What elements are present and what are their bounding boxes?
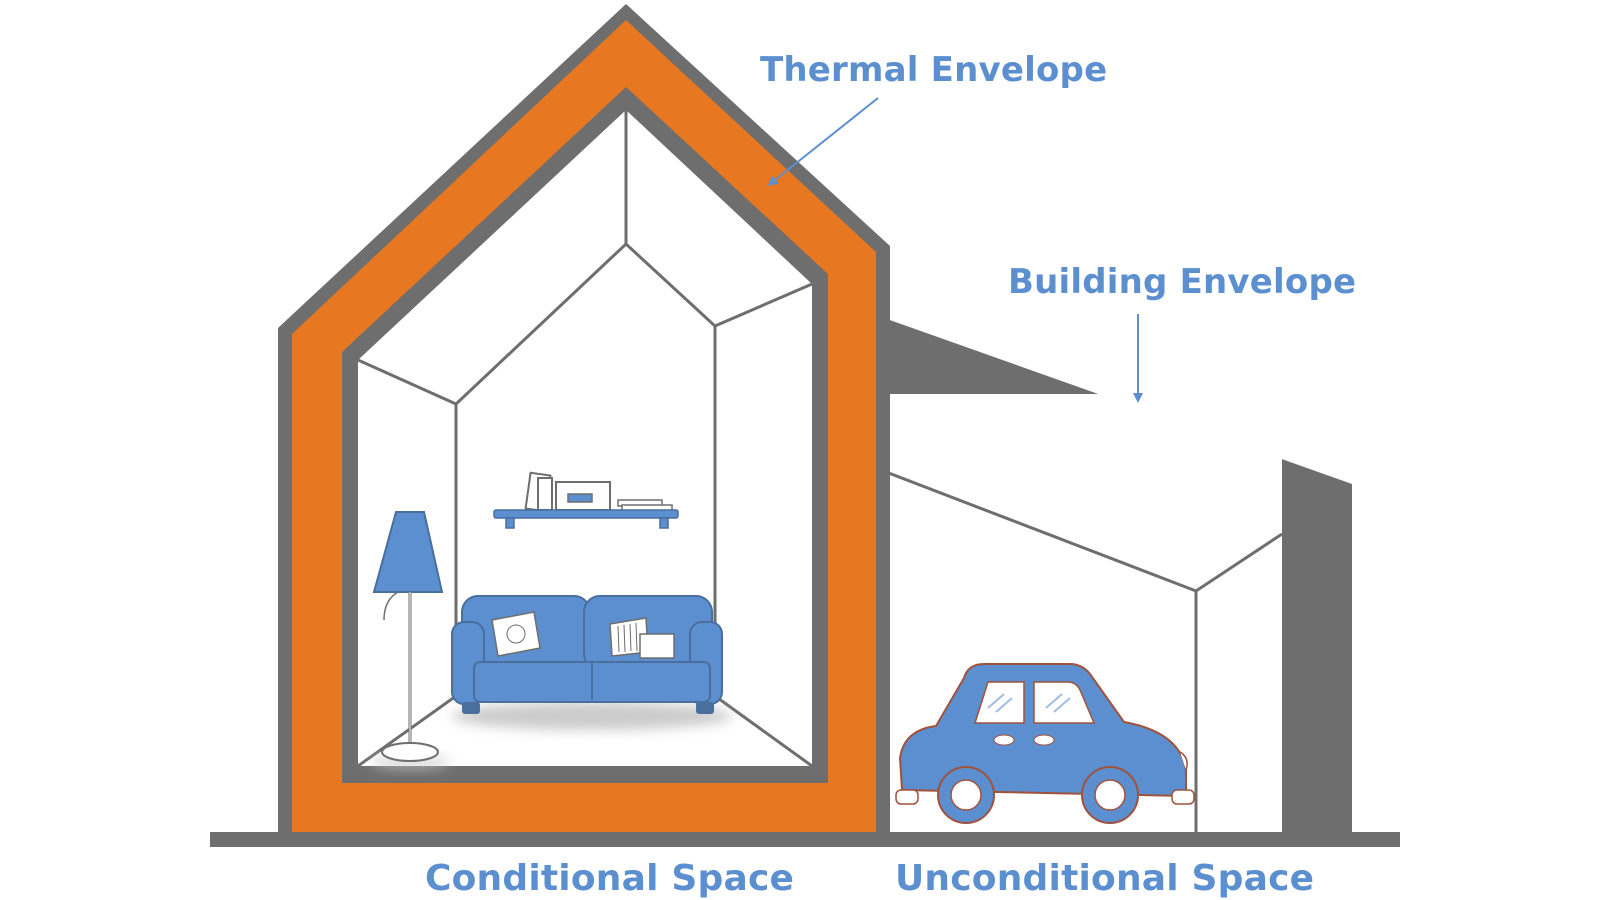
unconditional-space-label: Unconditional Space (895, 858, 1315, 899)
ground-line (210, 832, 1400, 847)
floor-lamp-icon (370, 511, 450, 770)
conditional-space-label: Conditional Space (425, 858, 795, 899)
building-envelope-label: Building Envelope (1008, 262, 1357, 302)
sofa-icon (451, 595, 732, 730)
thermal-envelope-arrow-icon (767, 97, 879, 186)
garage-perspective (885, 470, 1283, 832)
thermal-envelope-label: Thermal Envelope (760, 50, 1108, 90)
car-icon (895, 663, 1195, 824)
wall-shelf-icon (493, 471, 679, 529)
